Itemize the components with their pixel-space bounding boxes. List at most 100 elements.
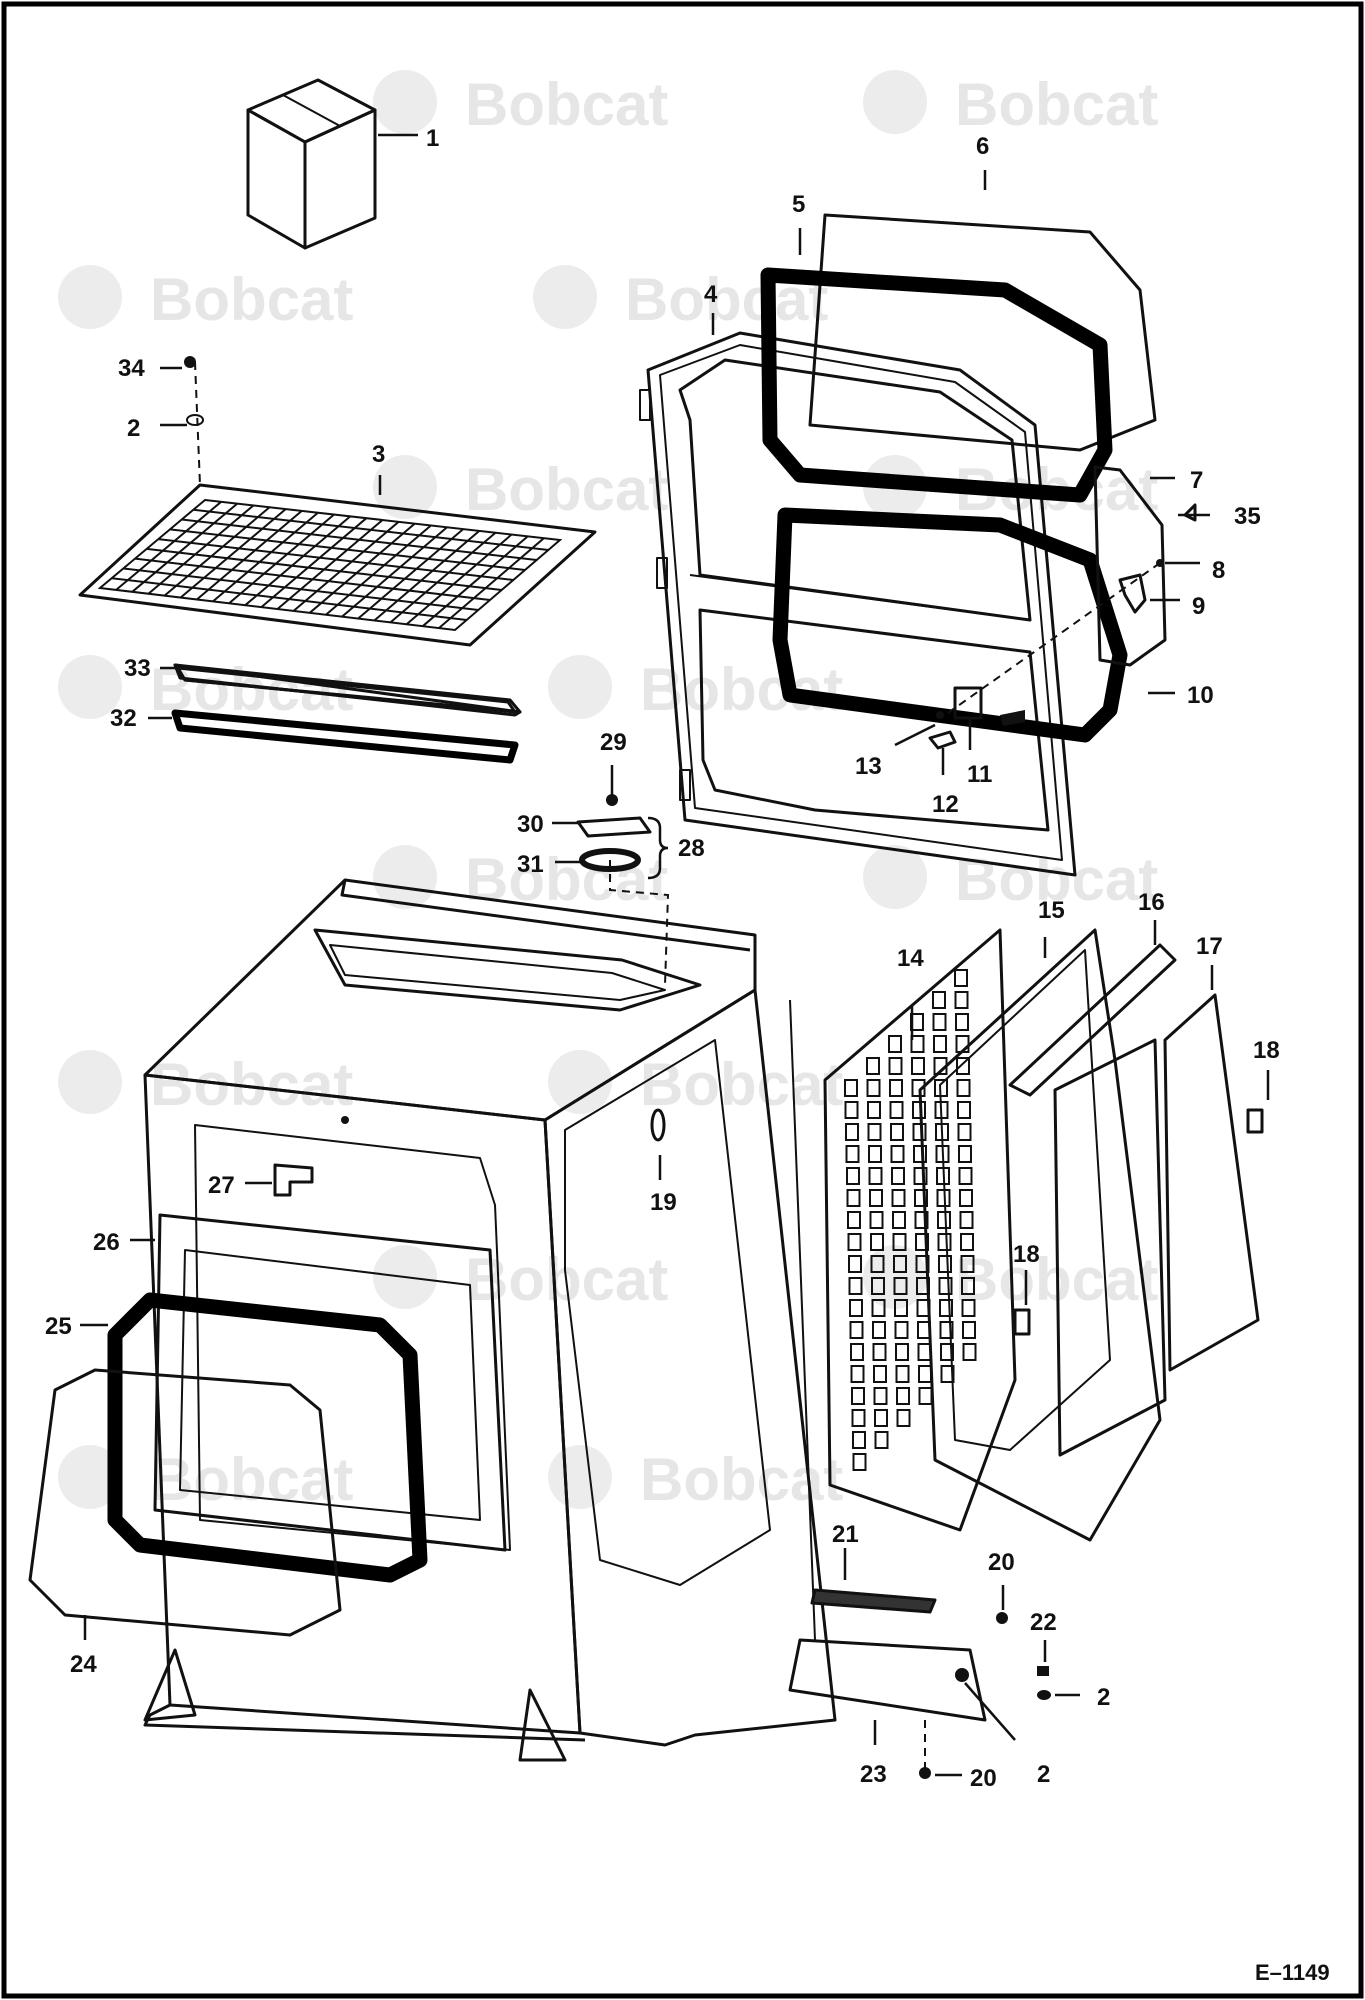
callout-34: 34 (118, 355, 145, 382)
callout-7: 7 (1190, 467, 1203, 494)
callout-6: 6 (976, 133, 989, 160)
part-grommet (579, 848, 641, 872)
callout-10: 10 (1187, 682, 1214, 709)
part-channel (1008, 943, 1177, 1097)
part-nut (184, 356, 196, 368)
part-cab (143, 878, 837, 1762)
part-top-glass (173, 663, 522, 717)
part-clip-2 (1013, 1308, 1031, 1336)
callout-33: 33 (124, 655, 151, 682)
part-latch-handle (1118, 573, 1147, 614)
part-eyebolt (650, 1108, 666, 1142)
part-latch-pin (1183, 503, 1197, 522)
part-latch-key (928, 730, 957, 750)
watermark: Bobcat (58, 1050, 353, 1118)
watermark: Bobcat (58, 1445, 353, 1513)
part-bracket (273, 1163, 314, 1197)
callout-30: 30 (517, 811, 544, 838)
part-washer (186, 414, 204, 426)
callout-2c: 2 (1037, 1761, 1050, 1788)
callout-16: 16 (1138, 889, 1165, 916)
callout-2b: 2 (1097, 1684, 1110, 1711)
callout-22: 22 (1030, 1609, 1057, 1636)
part-plate (576, 816, 652, 838)
watermark: Bobcat (863, 845, 1158, 913)
watermark: Bobcat (58, 265, 353, 333)
part-box (246, 78, 377, 250)
callout-5: 5 (792, 191, 805, 218)
callout-31: 31 (517, 851, 544, 878)
part-window-glass (28, 1368, 342, 1637)
callout-9: 9 (1192, 593, 1205, 620)
callout-labels: 1 2 2 2 3 4 5 6 7 8 9 10 11 12 13 14 15 … (45, 125, 1280, 1792)
watermark-text: Bobcat (640, 656, 843, 723)
part-door-frame (639, 331, 1077, 877)
callout-21: 21 (832, 1521, 859, 1548)
watermark-text: Bobcat (640, 1446, 843, 1513)
reference-number: E–1149 (1255, 1960, 1330, 1985)
callout-29: 29 (600, 729, 627, 756)
callout-25: 25 (45, 1313, 72, 1340)
part-rear-glass (1163, 993, 1260, 1372)
watermark-text: Bobcat (955, 846, 1158, 913)
callout-15: 15 (1038, 897, 1065, 924)
watermark: Bobcat (548, 1050, 843, 1118)
watermark-text: Bobcat (465, 456, 668, 523)
callout-35: 35 (1234, 503, 1261, 530)
part-lower-seal (772, 507, 1128, 743)
callout-19: 19 (650, 1189, 677, 1216)
callout-12: 12 (932, 791, 959, 818)
part-screen (78, 483, 597, 647)
part-step (788, 1638, 987, 1722)
part-lower-glass (1093, 465, 1167, 667)
callout-11: 11 (967, 761, 992, 788)
callout-24: 24 (70, 1651, 97, 1678)
callout-32: 32 (110, 705, 137, 732)
callout-18b: 18 (1013, 1241, 1040, 1268)
watermark-text: Bobcat (150, 1051, 353, 1118)
callout-13: 13 (855, 753, 882, 780)
part-rear-glass-frame (1053, 1038, 1167, 1457)
leader-lines (80, 133, 1270, 1777)
part-bolt (996, 1612, 1008, 1624)
part-latch-block (953, 686, 983, 720)
callout-27: 27 (208, 1172, 235, 1199)
part-clip (1246, 1108, 1264, 1134)
callout-1: 1 (426, 125, 439, 152)
watermark: Bobcat (863, 70, 1158, 138)
callout-4: 4 (704, 281, 718, 308)
callout-28: 28 (678, 835, 705, 862)
part-rear-screen (823, 928, 1017, 1532)
watermark-text: Bobcat (150, 266, 353, 333)
callout-3: 3 (372, 441, 385, 468)
watermark: Bobcat (373, 70, 668, 138)
part-upper-seal (760, 267, 1113, 503)
part-strip (810, 1588, 937, 1614)
part-bolt-2 (919, 1767, 931, 1779)
part-spacer (1037, 1666, 1049, 1676)
watermark-text: Bobcat (955, 71, 1158, 138)
callout-14: 14 (897, 945, 924, 972)
callout-26: 26 (93, 1229, 120, 1256)
watermark-text: Bobcat (640, 1051, 843, 1118)
callout-17: 17 (1196, 933, 1223, 960)
callout-8: 8 (1212, 557, 1225, 584)
part-top-seal (171, 709, 519, 764)
part-window-frame (153, 1213, 507, 1552)
part-upper-glass (808, 213, 1157, 452)
callout-18: 18 (1253, 1037, 1280, 1064)
callout-20b: 20 (970, 1765, 997, 1792)
watermark: Bobcat (533, 265, 828, 333)
part-window-seal (107, 1292, 428, 1583)
watermark: Bobcat (373, 455, 668, 523)
part-knob (606, 794, 618, 806)
watermark-text: Bobcat (465, 71, 668, 138)
callout-20: 20 (988, 1549, 1015, 1576)
callout-23: 23 (860, 1761, 887, 1788)
watermark-text: Bobcat (150, 1446, 353, 1513)
callout-2: 2 (127, 415, 140, 442)
